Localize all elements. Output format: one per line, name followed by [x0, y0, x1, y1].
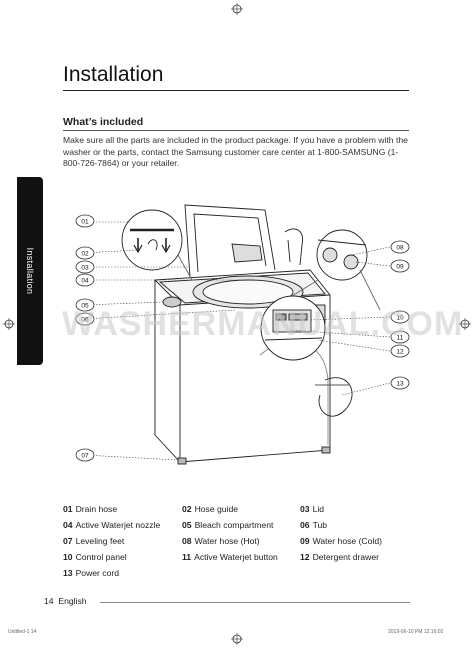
side-tab-label: Installation	[25, 247, 35, 295]
intro-paragraph: Make sure all the parts are included in …	[63, 135, 408, 168]
callout-10: 10	[390, 310, 410, 329]
callout-13-label: 13	[396, 381, 404, 388]
part-label: Active Waterjet button	[194, 552, 278, 562]
part-number: 06	[300, 520, 310, 530]
callout-11: 11	[390, 330, 410, 349]
callout-09: 09	[390, 259, 410, 278]
leveling-foot	[177, 457, 187, 465]
part-label: Power cord	[75, 568, 120, 578]
part-number: 07	[63, 536, 73, 546]
callout-03: 03	[75, 260, 95, 279]
side-tab: Installation	[17, 177, 43, 365]
part-label: Leveling feet	[75, 536, 125, 546]
part-label: Water hose (Cold)	[312, 536, 382, 546]
page-footer: 14 English	[44, 596, 87, 606]
callout-01: 01	[75, 214, 95, 233]
callout-10-label: 10	[396, 315, 404, 322]
part-number: 04	[63, 520, 73, 530]
registration-mark-top	[231, 3, 243, 15]
callout-01-label: 01	[81, 219, 89, 226]
callout-08-label: 08	[396, 245, 404, 252]
part-number: 09	[300, 536, 310, 546]
part-label: Water hose (Hot)	[194, 536, 260, 546]
section-heading: What’s included	[63, 116, 144, 128]
callout-06-label: 06	[81, 317, 89, 324]
part-number: 02	[182, 504, 192, 514]
part-label: Hose guide	[194, 504, 239, 514]
part-number: 11	[182, 552, 192, 562]
section-divider	[63, 130, 409, 131]
callout-03-label: 03	[81, 265, 89, 272]
callout-06: 06	[75, 312, 95, 331]
callout-12-label: 12	[396, 349, 404, 356]
page-language: English	[58, 596, 87, 606]
registration-mark-bottom	[231, 633, 243, 645]
part-label: Control panel	[75, 552, 127, 562]
part-label: Active Waterjet nozzle	[75, 520, 161, 530]
callout-07-label: 07	[81, 453, 89, 460]
callout-05-label: 05	[81, 303, 89, 310]
watermark: WASHERMANUAL.COM	[62, 305, 464, 343]
callout-02-label: 02	[81, 251, 89, 258]
page-number: 14	[44, 596, 54, 606]
callout-07: 07	[75, 448, 95, 467]
part-number: 10	[63, 552, 73, 562]
title-divider	[63, 90, 409, 91]
callout-12: 12	[390, 344, 410, 363]
callout-05: 05	[75, 298, 95, 317]
callout-02: 02	[75, 246, 95, 265]
callout-04: 04	[75, 273, 95, 292]
part-number: 05	[182, 520, 192, 530]
part-number: 08	[182, 536, 192, 546]
part-number: 12	[300, 552, 310, 562]
page-title: Installation	[63, 63, 164, 86]
callout-08: 08	[390, 240, 410, 259]
hose-guide-part	[284, 228, 303, 266]
callout-04-label: 04	[81, 278, 89, 285]
part-number: 01	[63, 504, 73, 514]
print-info-left: Untitled-1 14	[8, 629, 37, 635]
callout-13: 13	[390, 376, 410, 395]
part-number: 13	[63, 568, 73, 578]
part-label: Detergent drawer	[312, 552, 379, 562]
part-number: 03	[300, 504, 310, 514]
power-cord-part	[318, 377, 353, 417]
part-label: Drain hose	[75, 504, 118, 514]
callout-11-label: 11	[397, 335, 404, 342]
registration-mark-right	[459, 318, 471, 330]
part-label: Lid	[312, 504, 325, 514]
part-label: Bleach compartment	[194, 520, 274, 530]
callout-09-label: 09	[396, 264, 404, 271]
washer-illustration	[83, 204, 391, 465]
registration-mark-left	[3, 318, 15, 330]
print-info-right: 2019-06-10 PM 12:16:02	[388, 629, 444, 635]
part-label: Tub	[312, 520, 328, 530]
footer-divider	[100, 602, 410, 603]
